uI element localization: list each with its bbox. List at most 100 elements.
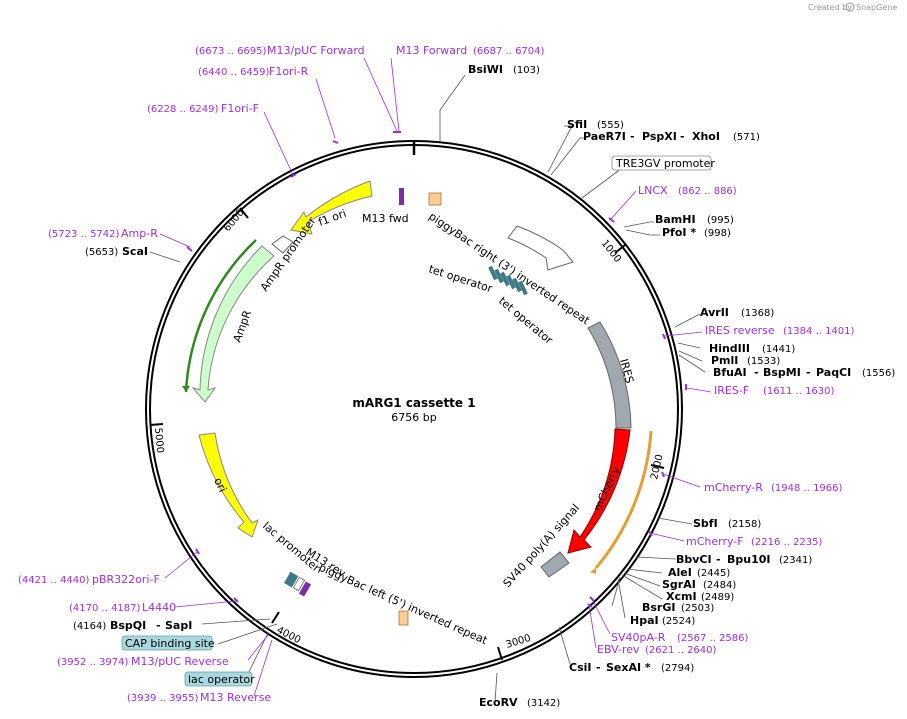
primer-f1ori-r[interactable]: (6440 .. 6459) F1ori-R bbox=[198, 65, 309, 78]
enzyme-bamhi[interactable]: BamHI (995) bbox=[655, 213, 734, 226]
primer-range: (2567 .. 2586) bbox=[677, 633, 749, 644]
primer-name: F1ori-R bbox=[269, 65, 309, 78]
enzyme-csii[interactable]: CsiI - SexAI * (2794) bbox=[569, 661, 694, 674]
primer-name: M13 Reverse bbox=[200, 691, 271, 704]
enzyme-hindiii[interactable]: HindIII (1441) bbox=[709, 342, 795, 355]
primer-lncx[interactable]: LNCX (862 .. 886) bbox=[638, 184, 737, 197]
primer-marks bbox=[186, 131, 687, 608]
enzyme-scai[interactable]: (5653) ScaI bbox=[85, 245, 148, 258]
primer-m13-reverse[interactable]: (3939 .. 3955) M13 Reverse bbox=[127, 691, 271, 704]
tet-operator-block[interactable] bbox=[488, 265, 528, 296]
ampr-arrow[interactable] bbox=[191, 245, 275, 403]
piggybac-left-box[interactable] bbox=[398, 610, 409, 626]
enzyme-name-b: SapI bbox=[165, 619, 192, 632]
enzyme-bfuai[interactable]: BfuAI - BspMI - PaqCI (1556) bbox=[713, 366, 895, 379]
primer-mcherry-r[interactable]: mCherry-R (1948 .. 1966) bbox=[704, 481, 843, 494]
enzyme-pos: (998) bbox=[704, 228, 731, 239]
enzyme-sgrai[interactable]: SgrAI (2484) bbox=[662, 578, 736, 591]
cap-binding-site-box[interactable]: CAP binding site bbox=[121, 635, 215, 651]
enzyme-pos: (995) bbox=[707, 215, 734, 226]
piggybac-right-arrow[interactable] bbox=[507, 225, 574, 271]
primer-amp-r[interactable]: (5723 .. 5742) Amp-R bbox=[48, 227, 158, 240]
mcherry-orf-line bbox=[594, 430, 653, 569]
piggybac-right-box[interactable] bbox=[428, 192, 442, 206]
enzyme-name: AleI bbox=[668, 566, 692, 579]
enzyme-avrii[interactable]: AvrII (1368) bbox=[700, 306, 774, 319]
enzyme-pos: (2341) bbox=[779, 555, 812, 566]
enzyme-name: XcmI bbox=[666, 590, 697, 603]
tre3gv-label: TRE3GV promoter bbox=[615, 157, 715, 170]
primer-l4440[interactable]: (4170 .. 4187) L4440 bbox=[69, 601, 176, 614]
enzyme-sfii[interactable]: SfiI (555) bbox=[567, 118, 624, 131]
primer-range: (1384 .. 1401) bbox=[783, 326, 855, 337]
primer-name: M13/pUC Forward bbox=[267, 44, 365, 57]
enzyme-hpai[interactable]: HpaI (2524) bbox=[630, 614, 695, 627]
snapgene-logo: SnapGene bbox=[845, 2, 897, 12]
f1-ori-arrow[interactable] bbox=[290, 180, 373, 235]
primer-ires-reverse[interactable]: IRES reverse (1384 .. 1401) bbox=[705, 324, 855, 337]
enzyme-name: BamHI bbox=[655, 213, 696, 226]
primer-ires-f[interactable]: IRES-F (1611 .. 1630) bbox=[714, 384, 835, 397]
sv40-polya-feature[interactable] bbox=[540, 551, 570, 578]
m13-fwd-label: M13 fwd bbox=[362, 212, 409, 225]
lac-operator-box[interactable]: lac operator bbox=[184, 671, 255, 687]
enzyme-bsiwi[interactable]: BsiWI (103) bbox=[468, 63, 540, 76]
primer-m13-forward[interactable]: M13 Forward (6687 .. 6704) bbox=[396, 44, 545, 57]
enzyme-name: PfoI * bbox=[662, 226, 696, 239]
ampr-orf-line bbox=[184, 239, 257, 393]
primer-range: (6687 .. 6704) bbox=[473, 46, 545, 57]
enzyme-pos: (103) bbox=[513, 65, 540, 76]
lac-region-features[interactable] bbox=[284, 571, 312, 597]
enzyme-pos: (2489) bbox=[701, 592, 734, 603]
enzyme-name-b: PspXI bbox=[642, 130, 677, 143]
ori-arrow[interactable] bbox=[198, 432, 259, 538]
enzyme-name: BspQI bbox=[110, 619, 146, 632]
tet-operator-label-2: tet operator bbox=[496, 294, 555, 347]
enzyme-bbvci[interactable]: BbvCI - Bpu10I (2341) bbox=[676, 553, 812, 566]
primer-ebv-rev[interactable]: EBV-rev (2621 .. 2640) bbox=[597, 643, 717, 656]
enzyme-alei[interactable]: AleI (2445) bbox=[668, 566, 730, 579]
plasmid-size: 6756 bp bbox=[391, 411, 436, 424]
enzyme-bspqi[interactable]: (4164) BspQI - SapI bbox=[73, 619, 192, 632]
primer-name: M13/pUC Reverse bbox=[131, 655, 229, 668]
enzyme-paer7i[interactable]: PaeR7I - PspXI - XhoI (571) bbox=[583, 130, 760, 143]
primer-name: EBV-rev bbox=[597, 643, 640, 656]
ampr-promoter-arrow[interactable] bbox=[271, 235, 294, 254]
mcherry-arrow[interactable] bbox=[567, 428, 631, 554]
ampr-orf-arrowhead bbox=[182, 386, 190, 392]
enzyme-name: PmlI bbox=[711, 354, 738, 367]
primer-name: M13 Forward bbox=[396, 44, 467, 57]
primer-m13puc-forward[interactable]: (6673 .. 6695) M13/pUC Forward bbox=[195, 44, 365, 57]
primer-pbr322ori-f[interactable]: (4421 .. 4440) pBR322ori-F bbox=[18, 573, 160, 586]
enzyme-xcmi[interactable]: XcmI (2489) bbox=[666, 590, 734, 603]
enzyme-pos: (2158) bbox=[728, 519, 761, 530]
snapgene-brand: SnapGene bbox=[856, 3, 897, 12]
enzyme-bsrgi[interactable]: BsrGI (2503) bbox=[642, 601, 714, 614]
enzyme-pos: (1368) bbox=[741, 308, 774, 319]
primer-range: (2621 .. 2640) bbox=[645, 645, 717, 656]
primer-range: (1611 .. 1630) bbox=[763, 386, 835, 397]
ires-arrow[interactable] bbox=[587, 321, 632, 429]
ori-label: ori bbox=[211, 476, 229, 494]
lac-operator-label: lac operator bbox=[188, 673, 255, 686]
primer-m13puc-reverse[interactable]: (3952 .. 3974) M13/pUC Reverse bbox=[57, 655, 229, 668]
enzyme-name: BfuAI bbox=[713, 366, 747, 379]
enzyme-name-b: SexAI * bbox=[606, 661, 651, 674]
primer-f1ori-f[interactable]: (6228 .. 6249) F1ori-F bbox=[147, 102, 259, 115]
enzyme-pos: (1533) bbox=[747, 356, 780, 367]
enzyme-pos: (2794) bbox=[661, 663, 694, 674]
enzyme-sbfi[interactable]: SbfI (2158) bbox=[693, 517, 761, 530]
enzyme-pmli[interactable]: PmlI (1533) bbox=[711, 354, 780, 367]
primer-mcherry-f[interactable]: mCherry-F (2216 .. 2235) bbox=[686, 535, 823, 548]
enzyme-pfoi[interactable]: PfoI * (998) bbox=[662, 226, 731, 239]
enzyme-name: SfiI bbox=[567, 118, 587, 131]
primer-sv40pa-r[interactable]: SV40pA-R (2567 .. 2586) bbox=[611, 631, 749, 644]
enzyme-sep: - bbox=[754, 366, 759, 379]
plasmid-name: mARG1 cassette 1 bbox=[352, 396, 475, 410]
enzyme-ecorv[interactable]: EcoRV (3142) bbox=[479, 696, 560, 709]
tre3gv-promoter-box[interactable]: TRE3GV promoter bbox=[611, 155, 715, 171]
primer-name: L4440 bbox=[142, 601, 176, 614]
m13-fwd-feature[interactable] bbox=[399, 188, 404, 205]
primer-name: IRES-F bbox=[714, 384, 749, 397]
